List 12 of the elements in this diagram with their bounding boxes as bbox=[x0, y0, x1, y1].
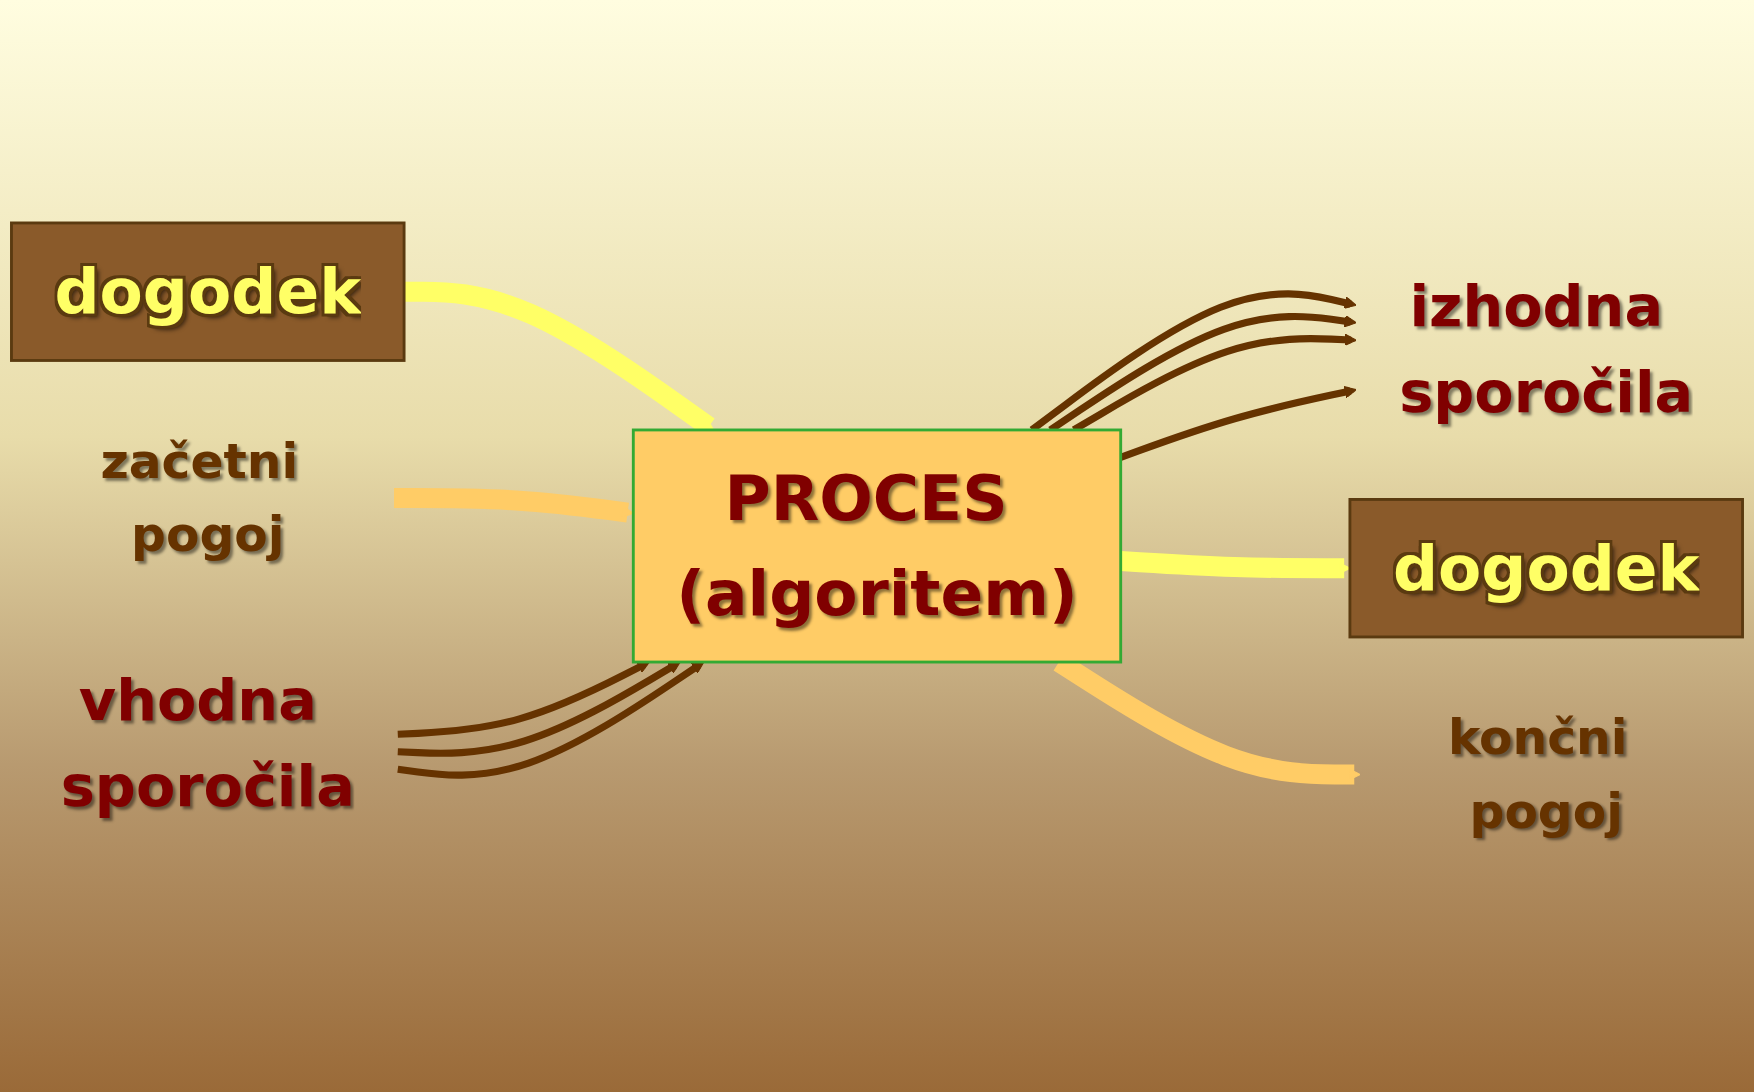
arrow bbox=[397, 661, 705, 779]
arrow bbox=[397, 661, 650, 738]
node-box: PROCES (algoritem) bbox=[631, 428, 1123, 664]
node-box: dogodek bbox=[1348, 498, 1744, 639]
arrow bbox=[1119, 385, 1357, 461]
node-box: dogodek bbox=[10, 221, 406, 362]
node-text: začetni pogoj bbox=[100, 432, 299, 563]
arrow bbox=[394, 488, 634, 523]
node-text: končni pogoj bbox=[1448, 708, 1628, 839]
node-text: vhodna sporočila bbox=[60, 667, 355, 819]
arrow bbox=[397, 661, 681, 757]
node-text: izhodna sporočila bbox=[1399, 273, 1694, 425]
